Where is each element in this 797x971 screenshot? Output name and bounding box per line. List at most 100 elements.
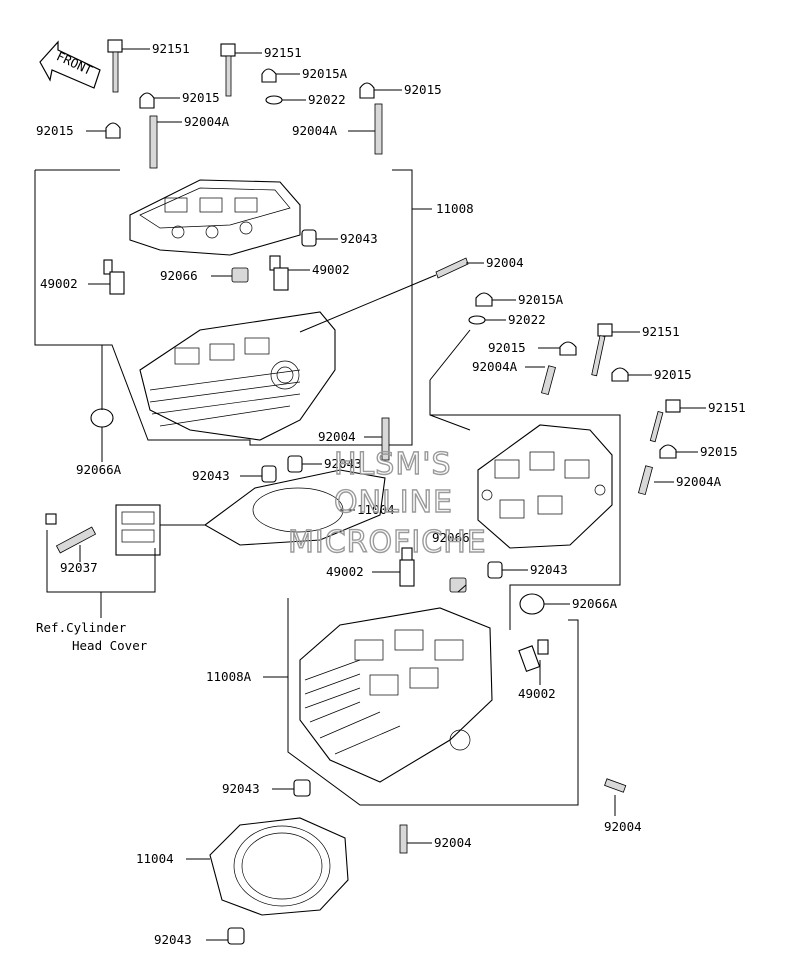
bolt-92151-c (591, 323, 613, 377)
valve-guide-49002-a (103, 259, 125, 295)
part-label: 92066 (432, 530, 470, 545)
plug-92066A-b (519, 593, 545, 615)
rear-head-bracket (34, 169, 413, 446)
stud-92004A-d (637, 465, 653, 496)
part-label: 92004A (676, 474, 722, 489)
reference-note-line1: Ref.Cylinder (36, 620, 127, 635)
part-label: 92004 (318, 429, 356, 444)
part-label: 92015 (654, 367, 692, 382)
part-label: 92004A (292, 123, 338, 138)
part-label: 92015A (302, 66, 348, 81)
valve-guide-49002-b (269, 255, 289, 291)
dowel-92043-f (227, 927, 245, 945)
part-label: 92004 (434, 835, 472, 850)
valve-guide-49002-c (399, 547, 415, 587)
part-label: 92015 (700, 444, 738, 459)
cap-nut-92015-c (359, 82, 375, 99)
part-label: 49002 (518, 686, 556, 701)
part-label: 92015 (488, 340, 526, 355)
part-label: 92043 (324, 456, 362, 471)
part-label: 92043 (154, 932, 192, 947)
rear-head-top (129, 179, 301, 256)
bolt-92151-b (220, 43, 236, 97)
right-leader-2 (429, 380, 471, 431)
right-head-group (429, 292, 681, 630)
stud-92004A-a (149, 115, 158, 169)
part-label: 11004 (136, 851, 174, 866)
part-label: 92015 (404, 82, 442, 97)
part-label: 92043 (222, 781, 260, 796)
rear-head-body (139, 311, 336, 441)
cap-nut-92015-e (611, 367, 629, 382)
part-label: 49002 (40, 276, 78, 291)
part-label: 49002 (326, 564, 364, 579)
watermark: HLSM'S ONLINE MICROFICHE (287, 446, 487, 560)
bolt-92151-d (649, 399, 681, 443)
stud-92004-a (381, 417, 390, 461)
cap-nut-92015-d (559, 341, 577, 356)
part-label: 92015 (182, 90, 220, 105)
dowel-92043-c (287, 455, 303, 473)
front-head-group (209, 547, 627, 945)
reed-valve-assembly (45, 504, 161, 556)
cap-nut-92015A-b (475, 292, 493, 307)
gasket-11004-b (209, 817, 349, 916)
part-label: 92004 (604, 819, 642, 834)
plug-92066-b (449, 577, 467, 593)
part-label: 92043 (530, 562, 568, 577)
cap-nut-92015-b (105, 122, 121, 139)
cap-nut-92015A (261, 68, 277, 83)
part-label: 92037 (60, 560, 98, 575)
part-label: 92004A (184, 114, 230, 129)
part-label: 92004A (472, 359, 518, 374)
part-label: 92043 (340, 231, 378, 246)
watermark-line2: ONLINE (334, 485, 453, 520)
stud-92004-c (399, 824, 408, 854)
part-label: 92151 (264, 45, 302, 60)
stud-92004A-c (540, 365, 556, 396)
reference-note-line2: Head Cover (72, 638, 148, 653)
part-label: 92151 (708, 400, 746, 415)
gasket-11004-a (203, 469, 386, 546)
part-label: 11008 (436, 201, 474, 216)
reference-note: Ref.Cylinder Head Cover (36, 620, 148, 653)
rear-cylinder-head-group (34, 39, 469, 556)
part-label: 92151 (152, 41, 190, 56)
bolt-92151-a (107, 39, 123, 93)
leader-lines (46, 48, 706, 941)
dowel-92043-a (301, 229, 317, 247)
stud-92004-b (604, 778, 627, 793)
part-label: 92043 (192, 468, 230, 483)
cap-nut-92015-f (659, 444, 677, 459)
watermark-line1: HLSM'S (334, 447, 452, 482)
right-leader-1 (429, 329, 471, 381)
part-label: 92022 (508, 312, 546, 327)
front-head-bracket (287, 598, 579, 806)
stud-92004A-b (374, 103, 383, 155)
plug-92066A-a (90, 408, 114, 428)
part-label: 92004 (486, 255, 524, 270)
cap-nut-92015-a (139, 92, 155, 109)
part-label: 11004 (357, 502, 395, 517)
valve-guide-49002-d (518, 639, 549, 673)
part-label: 92066 (160, 268, 198, 283)
right-bracket (430, 414, 621, 630)
dowel-92043-b (261, 465, 277, 483)
part-label: 92015 (36, 123, 74, 138)
washer-92022-b (468, 315, 486, 325)
part-label: 92066A (76, 462, 122, 477)
front-arrow: FRONT (39, 40, 101, 89)
part-label: 92015A (518, 292, 564, 307)
watermark-line3: MICROFICHE (288, 525, 487, 560)
stud-92004-long (299, 257, 469, 333)
part-label: 92022 (308, 92, 346, 107)
right-head-body (477, 424, 613, 549)
dowel-92043-e (293, 779, 311, 797)
front-head-body (299, 607, 493, 783)
part-label: 49002 (312, 262, 350, 277)
part-label: 11008A (206, 669, 252, 684)
plug-92066 (231, 267, 249, 283)
part-label: 92151 (642, 324, 680, 339)
washer-92022 (265, 95, 283, 105)
